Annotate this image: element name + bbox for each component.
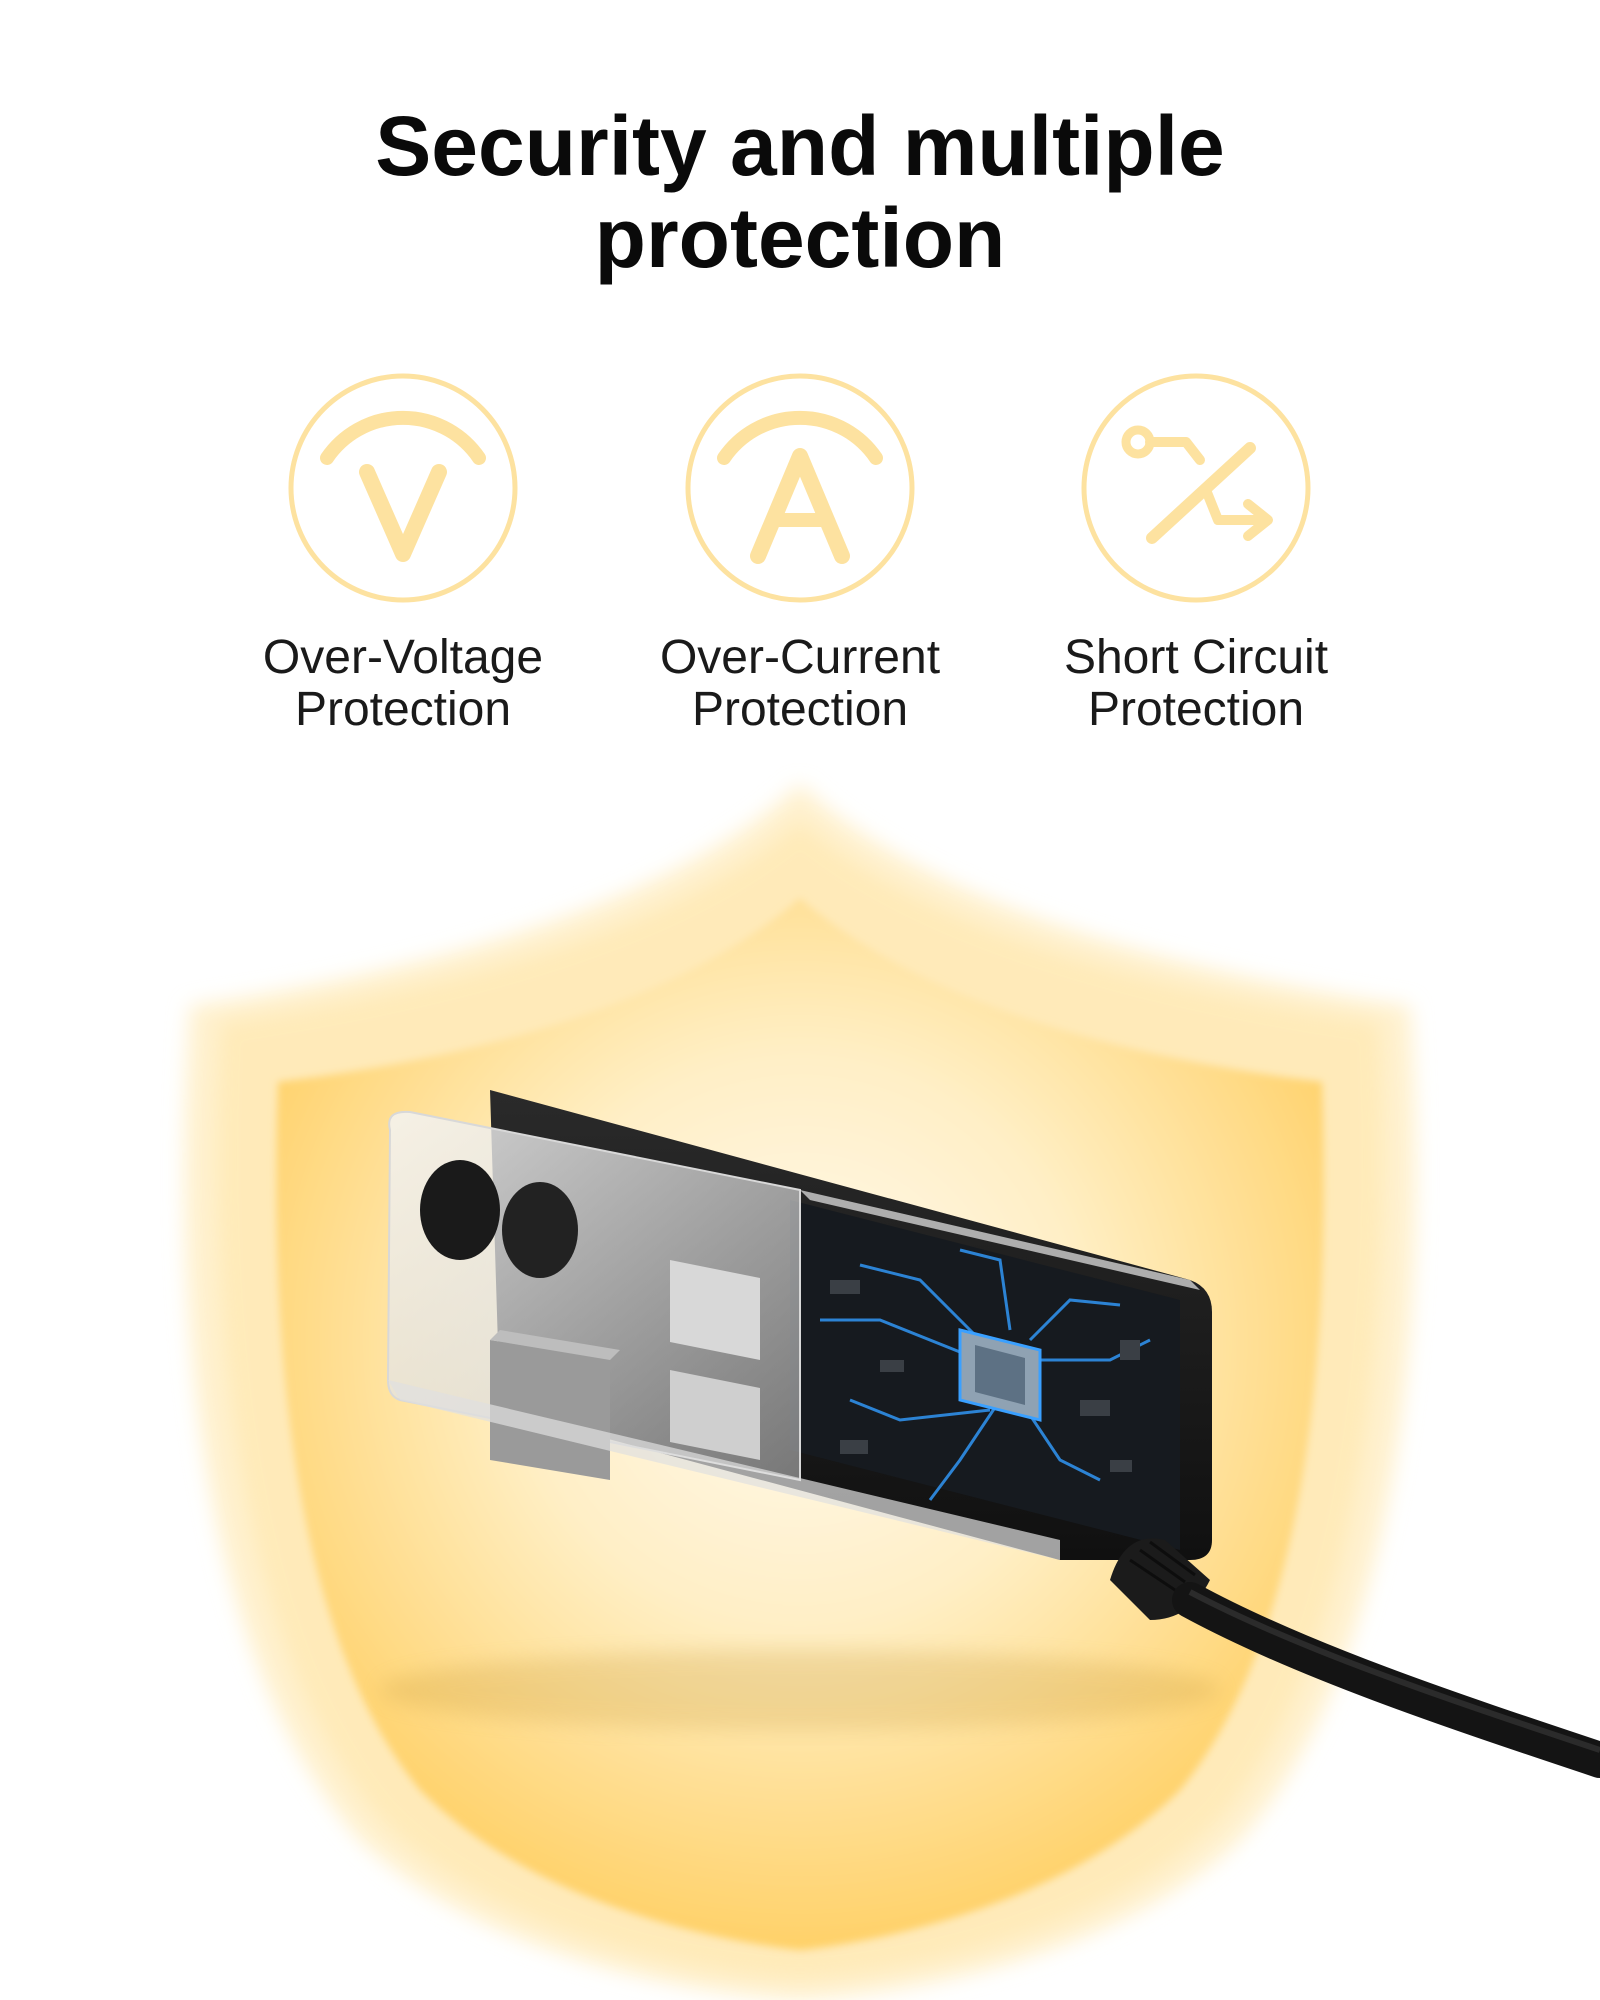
page-title: Security and multiple protection bbox=[0, 100, 1600, 284]
current-a-icon bbox=[684, 372, 916, 604]
feature-label: Over-Voltage Protection bbox=[262, 631, 544, 736]
page-title-line-1: Security and multiple bbox=[375, 99, 1225, 193]
feature-label: Over-Current Protection bbox=[659, 631, 941, 736]
feature-label: Short Circuit Protection bbox=[1063, 631, 1329, 736]
page-title-line-2: protection bbox=[594, 191, 1006, 285]
short-circuit-icon bbox=[1080, 372, 1312, 604]
feature-over-current: Over-Current Protection bbox=[590, 372, 1010, 736]
voltage-v-icon bbox=[287, 372, 519, 604]
protection-illustration bbox=[0, 760, 1600, 2000]
feature-over-voltage: Over-Voltage Protection bbox=[193, 372, 613, 736]
power-adapter-cutaway bbox=[380, 1090, 1600, 1778]
feature-short-circuit: Short Circuit Protection bbox=[986, 372, 1406, 736]
